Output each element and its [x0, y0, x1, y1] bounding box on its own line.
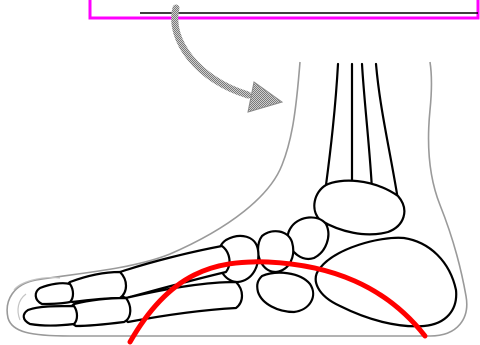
cuboid-bone [257, 273, 313, 312]
curved-arrow-icon [175, 8, 282, 112]
toe-distal-phalanx-1 [36, 283, 73, 304]
calcaneus-bone [316, 238, 456, 327]
callout-box [90, 0, 478, 18]
toe-distal-phalanx-2 [24, 306, 77, 326]
tibia-fibula [326, 64, 398, 200]
